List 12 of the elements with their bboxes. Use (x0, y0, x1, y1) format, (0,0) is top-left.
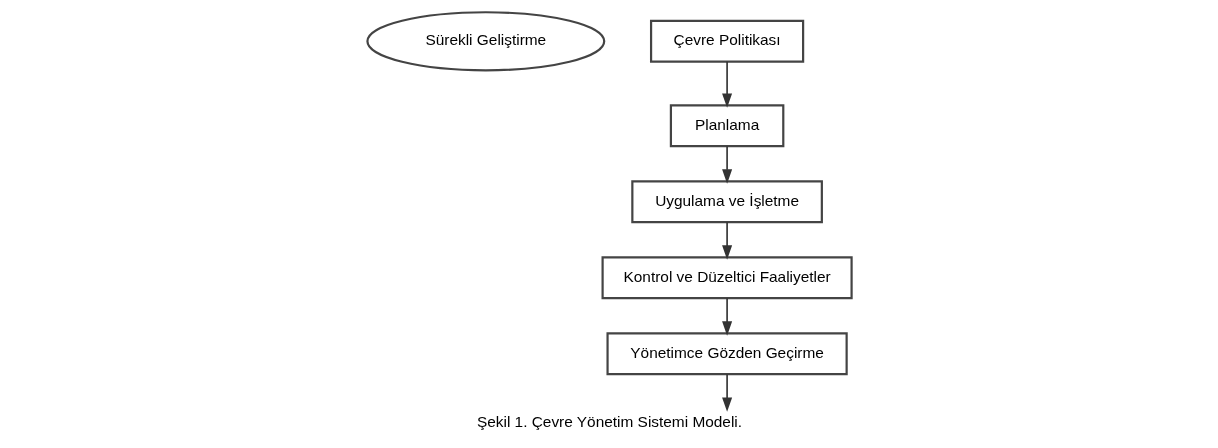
node-ellipse: Sürekli Geliştirme (365, 11, 605, 72)
caption: Şekil 1. Çevre Yönetim Sistemi Modeli. (476, 412, 742, 430)
arrow (721, 221, 732, 260)
arrow (721, 145, 732, 184)
node-box: Kontrol ve Düzeltici Faaliyetler (601, 256, 853, 300)
node-box: Yönetimce Gözden Geçirme (605, 332, 848, 376)
arrow (721, 373, 732, 412)
node-box: Uygulama ve İşletme (630, 180, 823, 224)
arrow (721, 61, 732, 108)
node-box: Çevre Politikası (649, 19, 804, 63)
arrow (721, 297, 732, 336)
node-box: Planlama (669, 104, 784, 148)
